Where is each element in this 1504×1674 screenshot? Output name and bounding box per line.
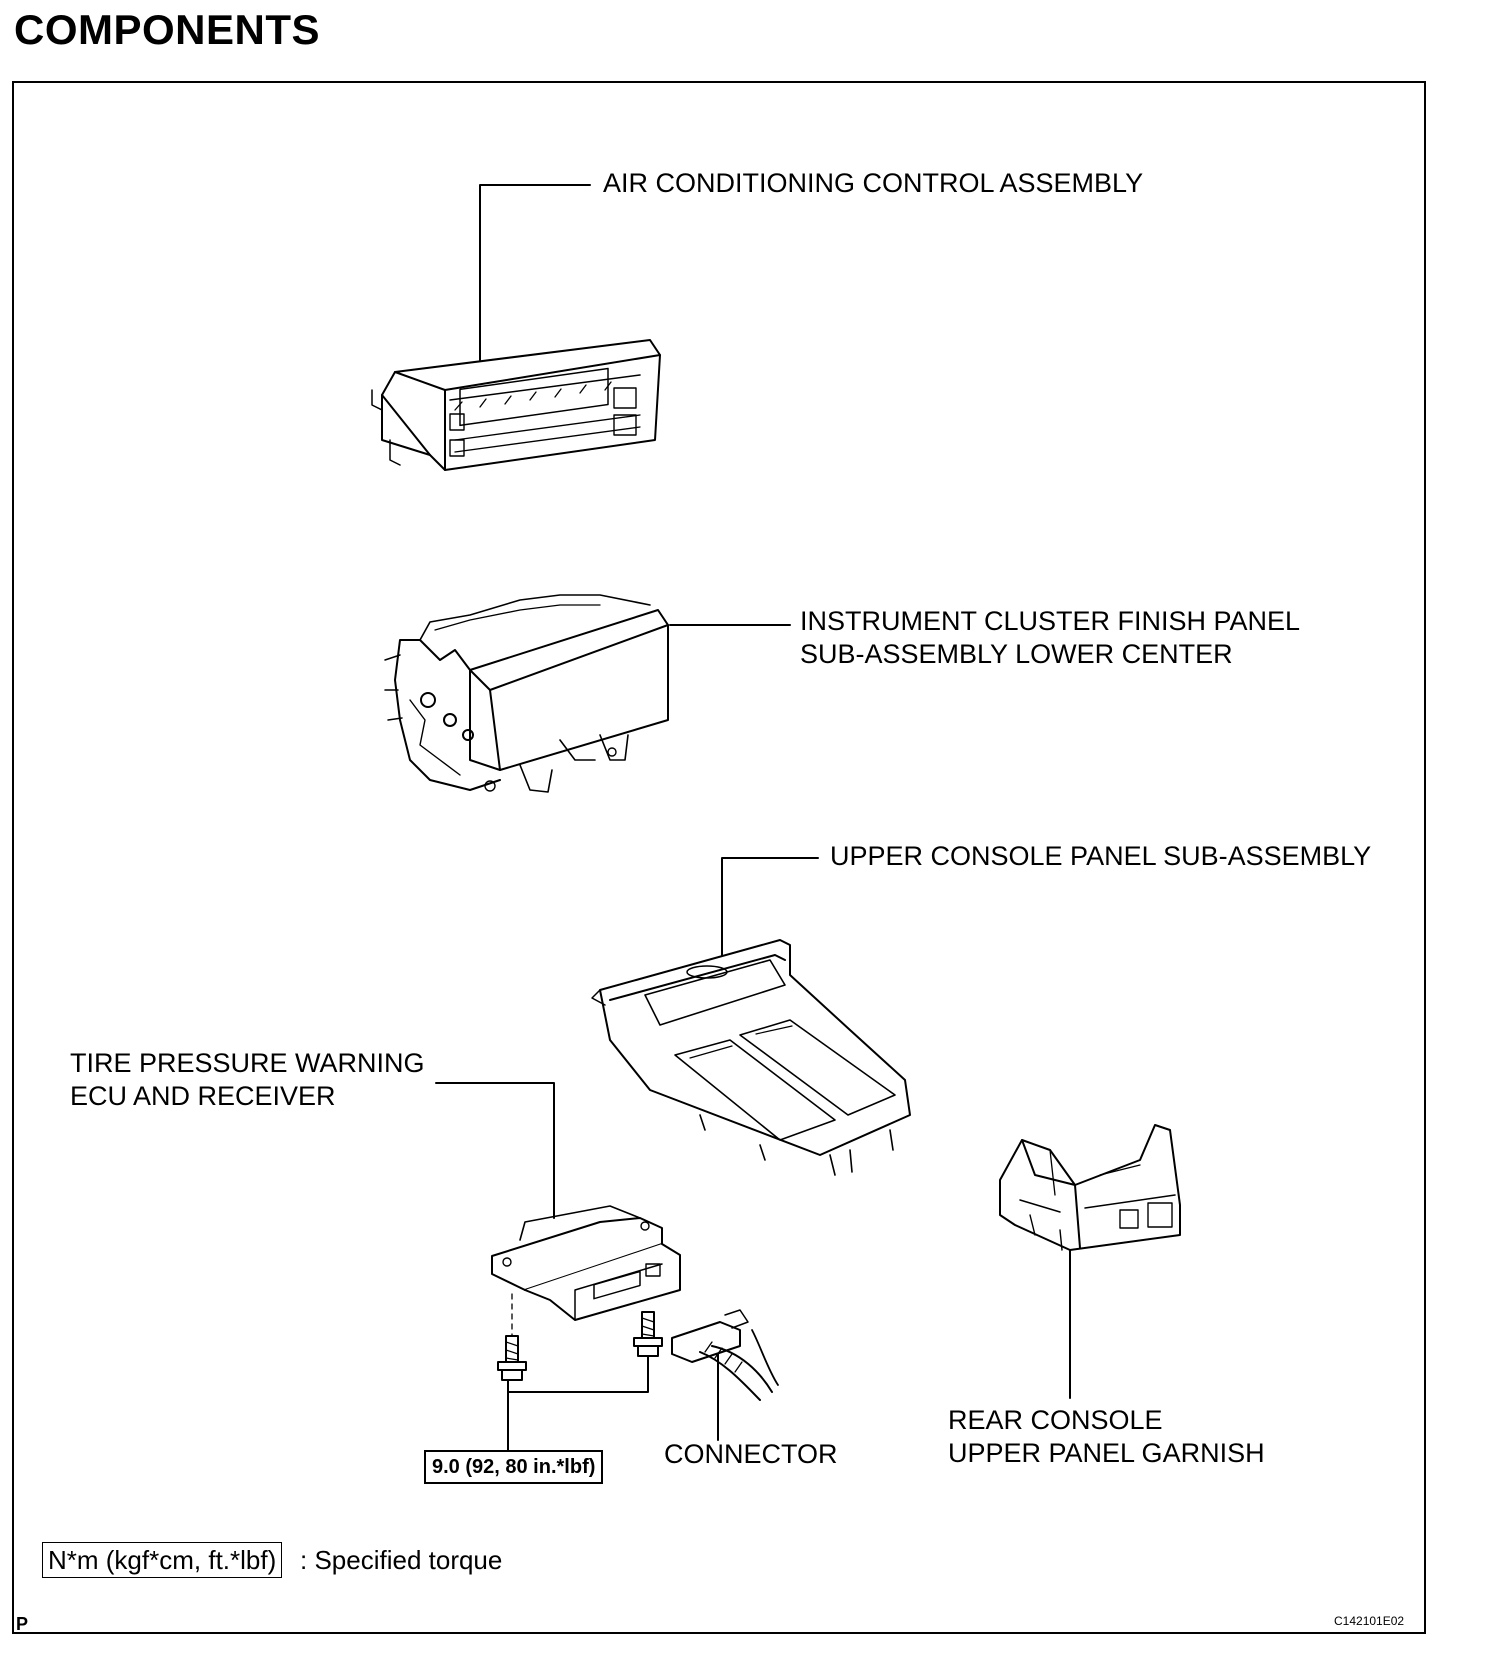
diagram-frame — [12, 81, 1426, 1634]
bolt-left — [497, 1335, 527, 1381]
label-ac-control-line-1: AIR CONDITIONING CONTROL ASSEMBLY — [603, 168, 1144, 198]
leader-ac-control — [479, 184, 591, 361]
legend-units-box: N*m (kgf*cm, ft.*lbf) — [42, 1542, 283, 1578]
label-upper-console-line-1: UPPER CONSOLE PANEL SUB-ASSEMBLY — [830, 841, 1372, 871]
page-title: COMPONENTS — [14, 6, 321, 53]
label-tire-ecu-line-2: ECU AND RECEIVER — [70, 1081, 336, 1111]
connector-drawing — [671, 1309, 779, 1401]
torque-spec-box: 9.0 (92, 80 in.*lbf) — [424, 1450, 604, 1484]
leader-tire-ecu — [435, 1082, 555, 1219]
label-connector-line-1: CONNECTOR — [664, 1439, 838, 1469]
ac-control-assembly-drawing — [371, 339, 661, 471]
tire-ecu-drawing — [491, 1205, 681, 1341]
figure-code: C142101E02 — [1334, 1614, 1405, 1628]
finish-panel-drawing — [384, 594, 669, 793]
label-connector: CONNECTOR — [664, 1438, 838, 1471]
upper-console-drawing — [591, 939, 911, 1176]
corner-mark: P — [16, 1614, 29, 1634]
label-rear-garnish-line-2: UPPER PANEL GARNISH — [948, 1438, 1265, 1468]
label-ac-control: AIR CONDITIONING CONTROL ASSEMBLY — [603, 167, 1143, 200]
leader-upper-console — [721, 857, 819, 961]
label-rear-garnish: REAR CONSOLE UPPER PANEL GARNISH — [948, 1404, 1265, 1470]
legend-meaning: : Specified torque — [300, 1545, 503, 1575]
leader-torque-join — [507, 1334, 649, 1393]
label-upper-console: UPPER CONSOLE PANEL SUB-ASSEMBLY — [830, 840, 1371, 873]
label-tire-ecu: TIRE PRESSURE WARNING ECU AND RECEIVER — [70, 1047, 425, 1113]
label-finish-panel: INSTRUMENT CLUSTER FINISH PANEL SUB-ASSE… — [800, 605, 1300, 671]
label-rear-garnish-line-1: REAR CONSOLE — [948, 1405, 1163, 1435]
bolt-right — [633, 1311, 663, 1357]
label-finish-panel-line-2: SUB-ASSEMBLY LOWER CENTER — [800, 639, 1233, 669]
leader-lines — [435, 184, 1071, 1451]
label-tire-ecu-line-1: TIRE PRESSURE WARNING — [70, 1048, 425, 1078]
rear-garnish-drawing — [999, 1124, 1181, 1251]
label-finish-panel-line-1: INSTRUMENT CLUSTER FINISH PANEL — [800, 606, 1301, 636]
